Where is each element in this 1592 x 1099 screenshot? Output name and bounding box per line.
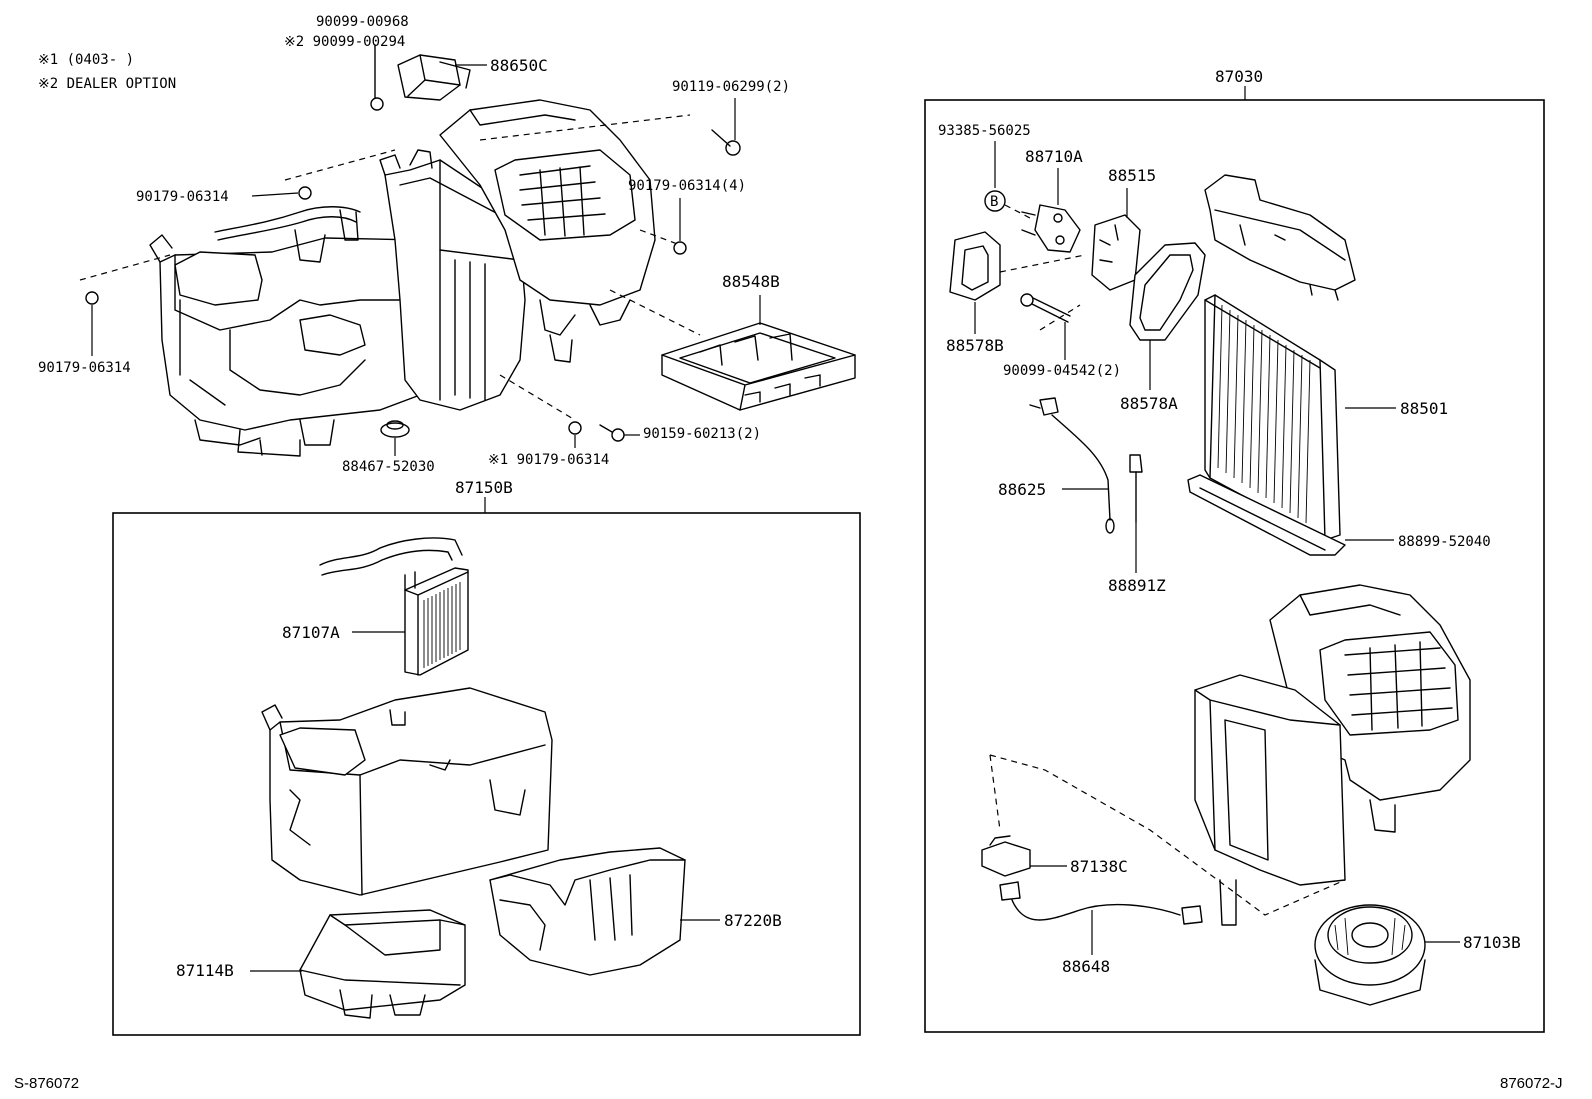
label-90159-60213: 90159-60213(2) [643, 426, 761, 442]
clip-90179-06314-left [85, 291, 99, 305]
screw-90159-60213 [599, 424, 625, 442]
box-87030 [924, 99, 1545, 1033]
evaporator-lower-case [1194, 584, 1471, 926]
thermistor-88625 [1029, 397, 1115, 534]
label-88899-52040: 88899-52040 [1398, 534, 1491, 550]
evaporator-upper-case [1204, 174, 1356, 301]
screw-90099-00968 [370, 44, 384, 111]
label-88548b: 88548B [722, 272, 780, 291]
label-88625: 88625 [998, 480, 1046, 499]
label-90179-06314-x4: 90179-06314(4) [628, 178, 746, 194]
footer-left-code: S-876072 [14, 1075, 79, 1092]
tray-88899-52040 [1187, 474, 1346, 556]
filter-88548b [661, 322, 856, 411]
label-88891z: 88891Z [1108, 576, 1166, 595]
expansion-valve-88515 [1091, 214, 1141, 291]
label-87030: 87030 [1215, 67, 1263, 86]
blower-motor-87103b [1314, 904, 1426, 1006]
harness-88648 [999, 881, 1203, 925]
label-circle-b: B [990, 194, 998, 210]
label-90099-00294: ※2 90099-00294 [284, 34, 405, 50]
clip-90179-06314-top [298, 186, 312, 200]
label-87220b: 87220B [724, 911, 782, 930]
footer-right-code: 876072-J [1500, 1075, 1563, 1092]
label-87138c: 87138C [1070, 857, 1128, 876]
label-90099-04542: 90099-04542(2) [1003, 363, 1121, 379]
label-88578a: 88578A [1120, 394, 1178, 413]
clip-90179-06314-note1 [568, 421, 582, 435]
label-90179-06314-left: 90179-06314 [38, 360, 131, 376]
label-90099-00968: 90099-00968 [316, 14, 409, 30]
circle-b-marker [984, 190, 1006, 212]
resistor-87138c [981, 835, 1031, 877]
sensor-88891z [1129, 454, 1143, 523]
label-93385-56025: 93385-56025 [938, 123, 1031, 139]
label-87150b: 87150B [455, 478, 513, 497]
grommet-88467-52030 [380, 420, 410, 438]
label-87114b: 87114B [176, 961, 234, 980]
label-88578b: 88578B [946, 336, 1004, 355]
note-2: ※2 DEALER OPTION [38, 76, 176, 92]
label-88515: 88515 [1108, 166, 1156, 185]
clip-90179-06314-x4 [673, 241, 687, 255]
hvac-unit-assembly [79, 99, 701, 457]
box-87150b [112, 512, 861, 1036]
evaporator-88501 [1204, 294, 1341, 541]
label-90119-06299: 90119-06299(2) [672, 79, 790, 95]
seal-88578b [949, 231, 1001, 301]
seal-88578a [1129, 242, 1206, 341]
label-88501: 88501 [1400, 399, 1448, 418]
88650c-relay [397, 54, 471, 101]
heater-case [261, 687, 553, 896]
label-87103b: 87103B [1463, 933, 1521, 952]
label-90179-06314-top: 90179-06314 [136, 189, 229, 205]
screw-90119-06299 [711, 129, 741, 156]
blower-case-87220b [489, 847, 686, 976]
leader-90179-06314-top [251, 192, 299, 197]
label-87107a: 87107A [282, 623, 340, 642]
heater-core-87107a [319, 537, 469, 676]
label-88650c: 88650C [490, 56, 548, 75]
label-88710a: 88710A [1025, 147, 1083, 166]
label-88467-52030: 88467-52030 [342, 459, 435, 475]
bolt-90099-04542 [1020, 293, 1071, 323]
valve-88710a [1021, 204, 1081, 253]
note-1: ※1 (0403- ) [38, 52, 134, 68]
label-88648: 88648 [1062, 957, 1110, 976]
intake-87114b [299, 909, 466, 1019]
label-90179-06314-note1: ※1 90179-06314 [488, 452, 609, 468]
